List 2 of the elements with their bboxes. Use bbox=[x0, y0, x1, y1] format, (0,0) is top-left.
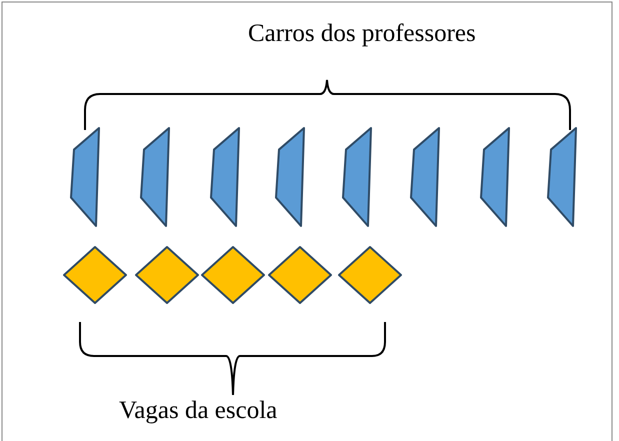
brace-label: Vagas da escola bbox=[119, 397, 278, 425]
brace-label: Carros dos professores bbox=[248, 20, 476, 48]
